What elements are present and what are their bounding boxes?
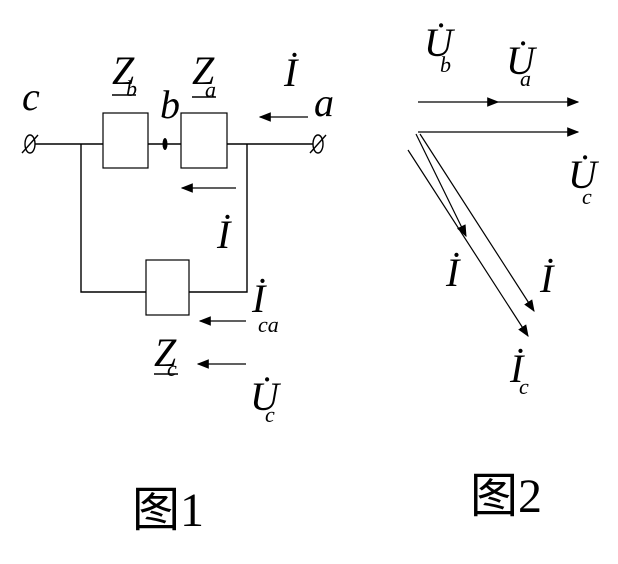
phasor-i1-label: İ	[445, 250, 461, 295]
voltage-uc-label: U̇	[250, 374, 282, 419]
impedance-zc-label: Z	[154, 330, 177, 375]
phasor-ua-label: U̇	[506, 38, 538, 83]
phasor-i1-arrow	[415, 133, 467, 238]
wire-branch-left	[80, 144, 146, 293]
node-a-label: a	[314, 80, 334, 125]
voltage-uc-sub: c	[265, 402, 275, 427]
impedance-zb-label: Z	[112, 48, 135, 93]
impedance-zb-sub: b	[126, 76, 137, 101]
figure-1-caption: 图1	[132, 484, 204, 537]
node-c-label: c	[22, 74, 40, 119]
current-main-label: İ	[283, 50, 299, 95]
figure-1-circuit: c b a Z b Z a Z c İ İ İ ca U̇ c 图1	[21, 48, 334, 537]
phasor-uc-sub: c	[582, 184, 592, 209]
phasor-uc-label: U̇	[568, 152, 600, 197]
phasor-i2-arrow	[419, 133, 535, 313]
phasor-ic-label: İ	[509, 346, 525, 391]
phasor-i2-label: İ	[539, 256, 555, 301]
figure-2-phasor-diagram: U̇ b U̇ a U̇ c İ İ İ c 图2	[407, 20, 600, 523]
node-b-dot	[162, 138, 168, 150]
impedance-zb-box	[102, 112, 149, 169]
impedance-zc-box	[145, 259, 190, 316]
current-inner-label: İ	[216, 212, 232, 257]
impedance-za-sub: a	[205, 77, 216, 102]
phasor-ub-label: U̇	[424, 20, 456, 65]
phasor-ua-sub: a	[520, 66, 531, 91]
phasor-ic-arrow	[407, 149, 529, 338]
impedance-zc-sub: c	[167, 356, 177, 381]
current-ic-sub: ca	[258, 312, 279, 337]
current-ic-label: İ	[251, 276, 267, 321]
impedance-za-box	[180, 112, 228, 169]
node-b-label: b	[160, 82, 180, 127]
impedance-za-label: Z	[192, 48, 215, 93]
phasor-ic-sub: c	[519, 374, 529, 399]
phasor-ub-sub: b	[440, 52, 451, 77]
figure-2-caption: 图2	[470, 470, 542, 523]
wire-branch-right	[189, 144, 248, 293]
